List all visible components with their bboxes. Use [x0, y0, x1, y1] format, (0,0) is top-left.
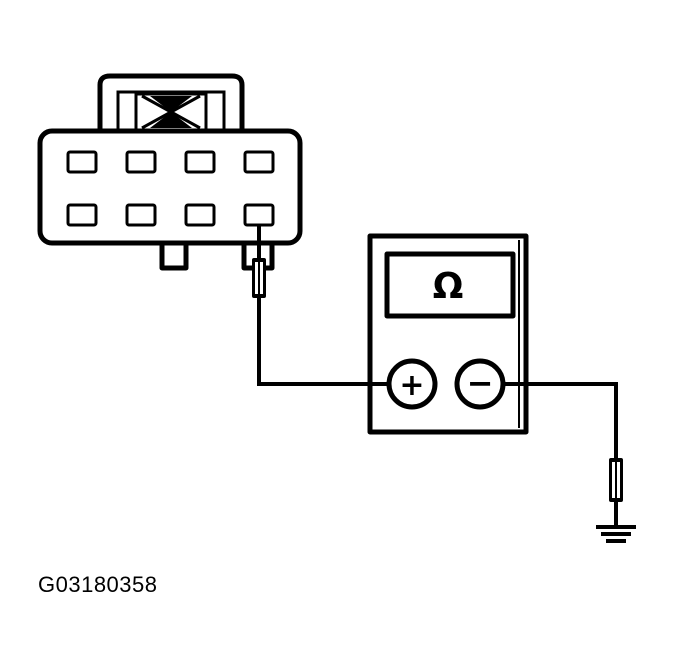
pin	[66, 203, 98, 227]
negative-terminal-label: −	[467, 364, 494, 402]
positive-terminal-label: +	[399, 368, 424, 403]
pin	[125, 150, 157, 174]
multimeter: Ω + −	[367, 233, 529, 435]
connector-latch-inner	[116, 90, 226, 132]
pin-tested	[243, 203, 275, 227]
pin	[125, 203, 157, 227]
connector-latch	[97, 73, 245, 132]
wire-negative	[503, 382, 618, 462]
probe-positive	[252, 225, 266, 298]
pin	[243, 150, 275, 174]
latch-cross-icon	[134, 92, 208, 132]
pin	[184, 150, 216, 174]
multimeter-body	[367, 233, 529, 435]
connector	[37, 73, 303, 271]
probe-negative	[609, 458, 623, 526]
connector-body	[37, 128, 303, 246]
ohm-symbol-icon: Ω	[433, 266, 464, 307]
pin	[184, 203, 216, 227]
connector-pins-bottom-row	[66, 203, 275, 227]
wire-positive	[257, 298, 388, 386]
connector-tab-left	[159, 243, 189, 271]
ground-icon	[596, 525, 636, 543]
positive-terminal	[386, 358, 438, 410]
connector-pins-top-row	[66, 150, 275, 174]
multimeter-display	[384, 251, 516, 319]
figure-id: G03180358	[38, 572, 158, 597]
pin	[66, 150, 98, 174]
